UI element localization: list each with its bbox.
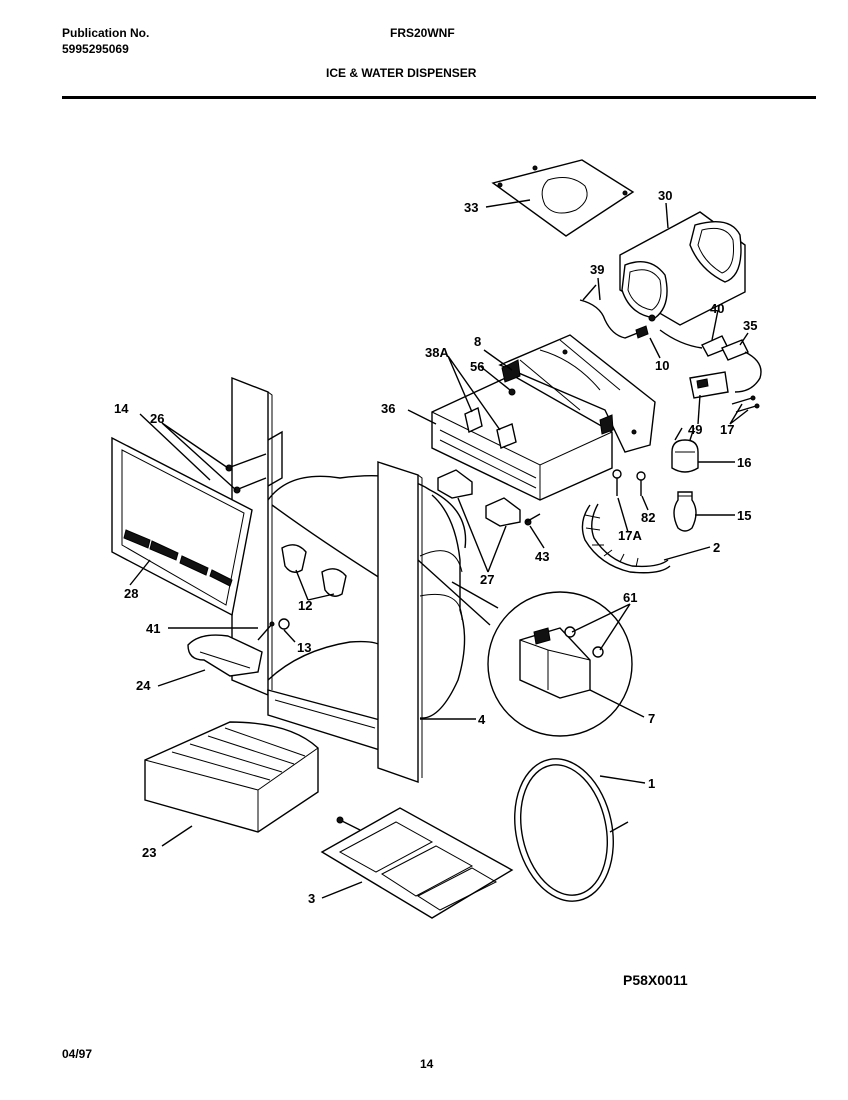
part-2-harness <box>581 503 671 574</box>
part-right-panel <box>377 461 423 783</box>
page-number: 14 <box>420 1057 434 1071</box>
part-3-heater-plate <box>320 807 514 919</box>
model-number: FRS20WNF <box>390 26 455 40</box>
callout-8: 8 <box>474 334 481 349</box>
header-rule <box>62 96 816 99</box>
leader-lines <box>129 199 749 899</box>
callout-49: 49 <box>688 422 702 437</box>
callout-16: 16 <box>737 455 751 470</box>
part-14-front-panel <box>111 436 253 617</box>
part-36-control-box <box>431 359 614 501</box>
part-26-screws <box>225 453 267 494</box>
callout-10: 10 <box>655 358 669 373</box>
publication-label: Publication No. <box>62 26 150 40</box>
section-title: ICE & WATER DISPENSER <box>326 66 477 80</box>
callout-61: 61 <box>623 590 637 605</box>
callout-4: 4 <box>478 712 486 727</box>
part-23-chute <box>144 721 319 833</box>
callout-30: 30 <box>658 188 672 203</box>
callout-2: 2 <box>713 540 720 555</box>
callout-28: 28 <box>124 586 138 601</box>
callout-43: 43 <box>535 549 549 564</box>
callout-13: 13 <box>297 640 311 655</box>
part-43-screw <box>524 513 541 526</box>
part-15-bulb <box>673 491 697 532</box>
revision-date: 04/97 <box>62 1047 93 1061</box>
callout-35: 35 <box>743 318 757 333</box>
part-17-screws <box>731 395 760 413</box>
callout-17: 17 <box>720 422 734 437</box>
part-38A-switch <box>464 407 517 449</box>
part-24-paddle <box>187 634 263 677</box>
callout-36: 36 <box>381 401 395 416</box>
part-13-washer <box>278 618 290 630</box>
callout-27: 27 <box>480 572 494 587</box>
part-8-bracket <box>498 334 656 453</box>
callout-82: 82 <box>641 510 655 525</box>
part-7-switch-inset <box>417 559 633 737</box>
part-56-screw <box>508 388 516 396</box>
callout-3: 3 <box>308 891 315 906</box>
part-16-socket <box>671 427 699 473</box>
callout-41: 41 <box>146 621 160 636</box>
part-41-screw <box>257 621 275 641</box>
part-12-clips <box>281 544 347 597</box>
part-82-screw <box>636 471 646 496</box>
part-35-connector <box>721 339 762 393</box>
part-1-gasket <box>514 758 629 902</box>
callout-24: 24 <box>136 678 151 693</box>
part-30-housing <box>619 211 746 326</box>
part-49-switch <box>689 371 729 399</box>
callout-40: 40 <box>710 301 724 316</box>
callout-39: 39 <box>590 262 604 277</box>
part-27-guides <box>437 469 521 527</box>
callout-38A: 38A <box>425 345 449 360</box>
publication-number: 5995295069 <box>62 42 129 56</box>
part-10-clip <box>635 314 656 339</box>
callout-33: 33 <box>464 200 478 215</box>
callout-26: 26 <box>150 411 164 426</box>
callout-7: 7 <box>648 711 655 726</box>
part-4-drum <box>267 475 467 751</box>
part-39-wire <box>579 284 641 339</box>
figure-code: P58X0011 <box>623 972 688 988</box>
callout-12: 12 <box>298 598 312 613</box>
part-40-tube <box>659 329 729 357</box>
callout-17A: 17A <box>618 528 642 543</box>
part-17A-screw <box>612 469 622 496</box>
callout-1: 1 <box>648 776 655 791</box>
callout-14: 14 <box>114 401 129 416</box>
part-33-plate <box>491 159 635 237</box>
callout-15: 15 <box>737 508 751 523</box>
callout-56: 56 <box>470 359 484 374</box>
callout-23: 23 <box>142 845 156 860</box>
